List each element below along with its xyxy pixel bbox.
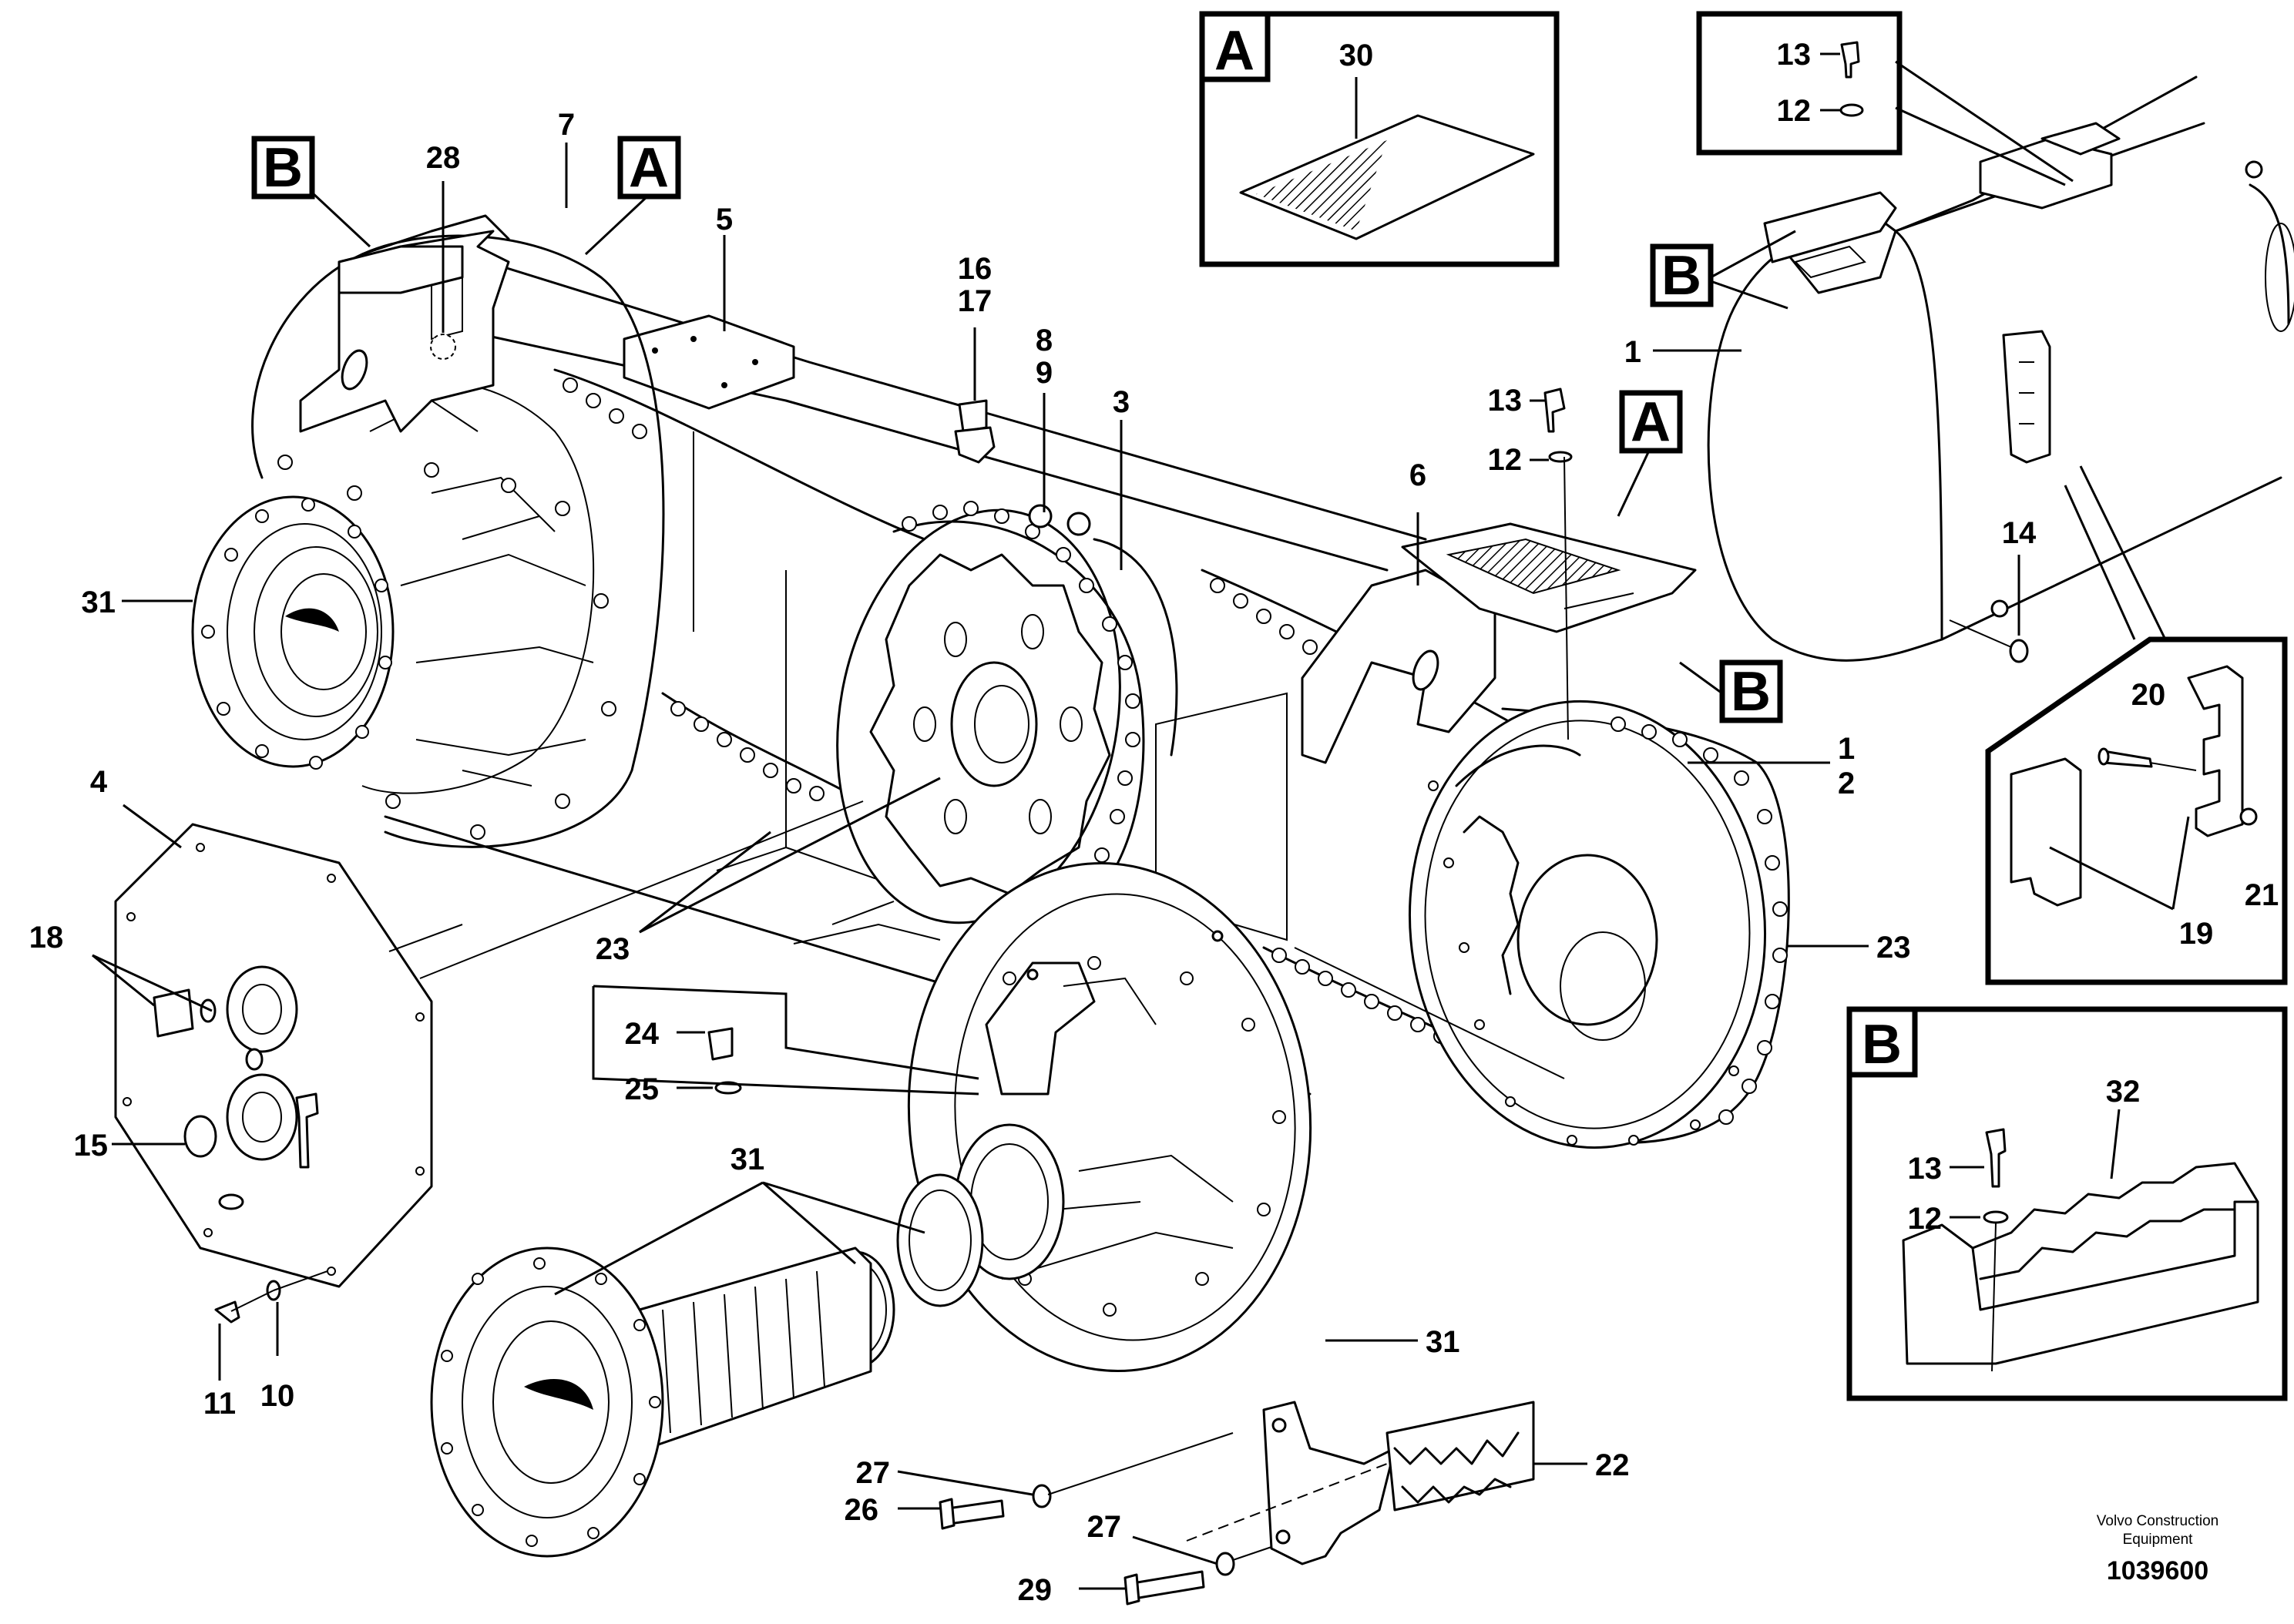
leader-lines: [92, 143, 2020, 1590]
callout-26: 26: [845, 1493, 879, 1527]
callout-2: 2: [1838, 767, 1855, 800]
company-line-2: Equipment: [2123, 1532, 2194, 1548]
callout-32: 32: [2106, 1075, 2141, 1109]
callout-12-main: 12: [1488, 443, 1523, 477]
callout-5: 5: [716, 203, 733, 237]
callout-24: 24: [625, 1017, 660, 1051]
callout-8: 8: [1036, 324, 1053, 357]
callout-4: 4: [90, 765, 108, 799]
detail-lock-bracket-box: [1985, 465, 2288, 985]
ref-b-right-top: B: [1661, 245, 1701, 307]
callout-11: 11: [203, 1387, 236, 1421]
ref-b-right: B: [1731, 661, 1771, 723]
detail-a-box: [1199, 11, 1560, 267]
callout-19: 19: [2179, 917, 2214, 951]
callout-29: 29: [1018, 1573, 1053, 1607]
detail-b-letter: B: [1862, 1014, 1902, 1075]
footer-block: Volvo Construction Equipment 1039600: [2097, 1513, 2218, 1585]
callout-23-right: 23: [1876, 931, 1911, 965]
callout-28: 28: [426, 141, 461, 175]
callout-31-lower: 31: [731, 1143, 765, 1176]
center-sprocket: [836, 501, 1178, 924]
callout-25: 25: [625, 1072, 660, 1106]
ref-a-right: A: [1631, 391, 1671, 453]
center-flange-hub: [815, 861, 1312, 1373]
detail-a-letter: A: [1214, 20, 1254, 82]
left-gear-case: [251, 214, 665, 848]
callout-27-right: 27: [1087, 1510, 1122, 1544]
callout-7: 7: [558, 108, 575, 142]
callout-30: 30: [1339, 39, 1374, 72]
callout-23-center: 23: [596, 932, 630, 966]
callout-14: 14: [2002, 516, 2037, 550]
callout-15: 15: [74, 1129, 109, 1163]
callout-1-right: 1: [1838, 732, 1855, 766]
callout-16: 16: [958, 252, 992, 286]
callout-1-top: 1: [1624, 335, 1641, 369]
detail-bolt-washer-box: [1696, 11, 2074, 186]
callout-3: 3: [1113, 385, 1130, 419]
small-parts: [388, 388, 2029, 1606]
callout-numbers: 7 28 5 16 17 8 9 3 6 13 12 1 1 2 23 14 2…: [29, 38, 2279, 1607]
callout-13-detailb: 13: [1908, 1152, 1943, 1186]
callout-21: 21: [2245, 878, 2279, 912]
callout-31-left: 31: [82, 586, 116, 619]
left-flange-hub: [191, 495, 395, 770]
cover-plate-4: [114, 823, 433, 1324]
right-housing-end: [1707, 75, 2294, 662]
bracket-6: [1301, 522, 1697, 764]
ref-a-left: A: [629, 137, 669, 199]
callout-13-topbox: 13: [1777, 38, 1812, 72]
callout-18: 18: [29, 921, 64, 955]
callout-13-main: 13: [1488, 384, 1523, 418]
detail-b-box: [1846, 1006, 2288, 1401]
bracket-22: [1186, 1401, 1535, 1565]
company-line-1: Volvo Construction: [2097, 1513, 2218, 1529]
callout-10: 10: [260, 1379, 295, 1413]
callout-22: 22: [1595, 1448, 1630, 1482]
view-letters: A B B A B A B: [263, 20, 1902, 1075]
callout-12-topbox: 12: [1777, 94, 1812, 128]
drawing-number: 1039600: [2107, 1556, 2208, 1585]
callout-12-detailb: 12: [1908, 1202, 1943, 1236]
reference-markers: [251, 136, 1796, 723]
ref-b-left: B: [263, 137, 303, 199]
callout-27-left: 27: [856, 1456, 891, 1490]
callout-17: 17: [958, 284, 992, 318]
callout-31-right: 31: [1426, 1325, 1460, 1359]
callout-20: 20: [2131, 678, 2166, 712]
output-flange-shaft: [430, 1247, 872, 1558]
right-sprocket-ring: [1294, 700, 1790, 1149]
callout-9: 9: [1036, 356, 1053, 390]
callout-6: 6: [1409, 458, 1426, 492]
